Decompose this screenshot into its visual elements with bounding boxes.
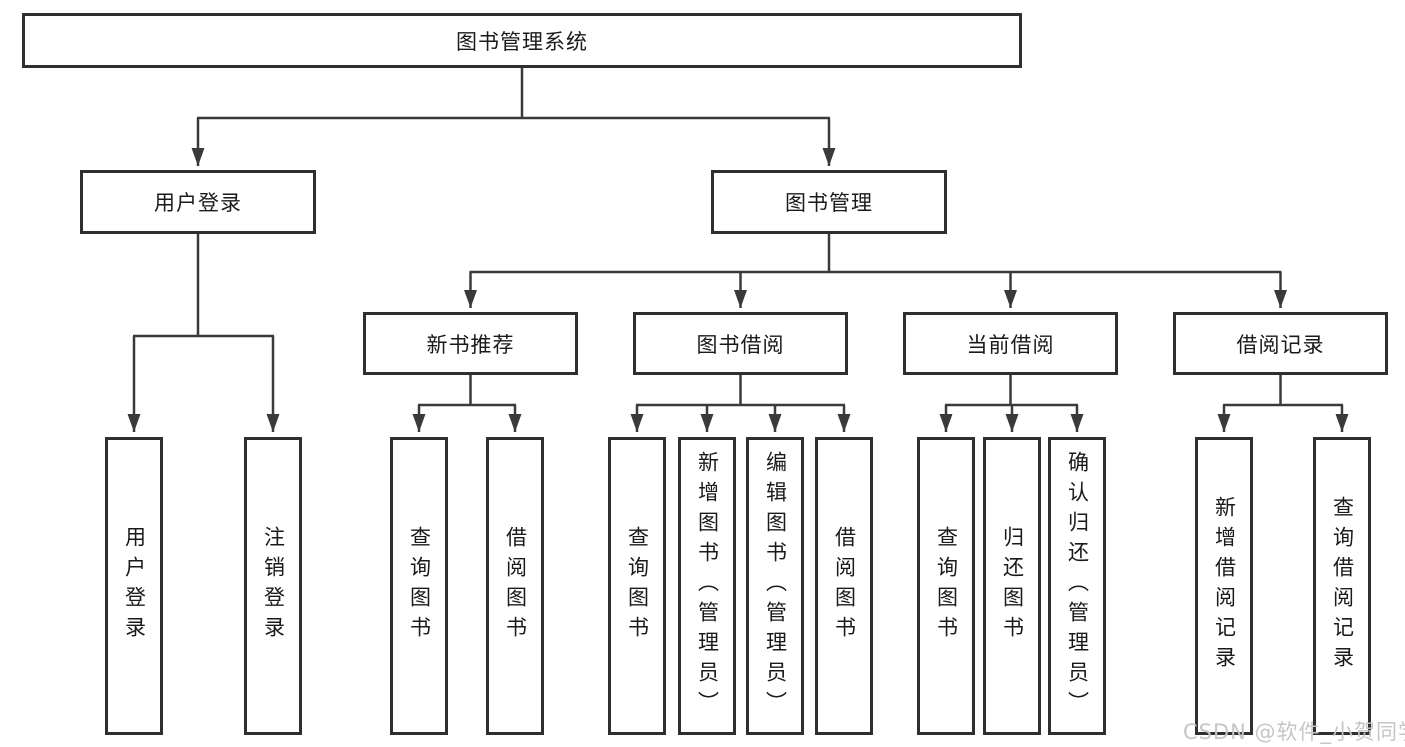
node-leaf-borrow-books-recommend: 借阅图书 (486, 437, 544, 735)
node-book-borrowing: 图书借阅 (633, 312, 848, 375)
node-leaf-add-book-admin: 新增图书（管理员） (678, 437, 736, 735)
node-leaf-user-login: 用户登录 (105, 437, 163, 735)
node-borrowing-records: 借阅记录 (1173, 312, 1388, 375)
node-leaf-logout: 注销登录 (244, 437, 302, 735)
node-book-management-branch: 图书管理 (711, 170, 947, 234)
node-user-login-branch: 用户登录 (80, 170, 316, 234)
node-leaf-query-books-recommend: 查询图书 (390, 437, 448, 735)
node-current-borrowing: 当前借阅 (903, 312, 1118, 375)
csdn-watermark: CSDN @软件_小贺同学 (1183, 720, 1405, 744)
node-leaf-add-borrow-record: 新增借阅记录 (1195, 437, 1253, 735)
node-leaf-confirm-return-admin: 确认归还（管理员） (1048, 437, 1106, 735)
node-new-book-recommendation: 新书推荐 (363, 312, 578, 375)
node-leaf-query-books-borrowing: 查询图书 (608, 437, 666, 735)
node-leaf-edit-book-admin: 编辑图书（管理员） (746, 437, 804, 735)
node-leaf-query-borrow-record: 查询借阅记录 (1313, 437, 1371, 735)
node-library-management-system: 图书管理系统 (22, 13, 1022, 68)
node-leaf-return-book: 归还图书 (983, 437, 1041, 735)
node-leaf-borrow-books-borrowing: 借阅图书 (815, 437, 873, 735)
node-leaf-query-books-current: 查询图书 (917, 437, 975, 735)
